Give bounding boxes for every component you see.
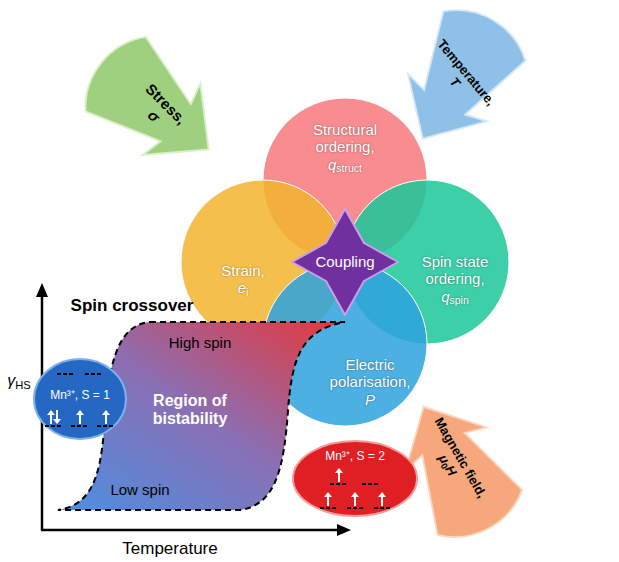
node-text: Mn³⁺, S = 1 (50, 389, 110, 403)
subscript-text: HS (15, 379, 31, 391)
axis-label: γHS (7, 372, 31, 392)
spin-arrow (354, 497, 356, 506)
text: High spin (169, 334, 232, 351)
y-axis-head (36, 283, 48, 297)
mn-low-spin-oval: Mn³⁺, S = 1 (33, 358, 127, 440)
text-line: High spin (169, 334, 232, 351)
orbital-level (374, 507, 390, 509)
text: Coupling (315, 253, 374, 270)
spin-arrow (79, 415, 81, 424)
node-text: Mn³⁺, S = 2 (325, 450, 385, 464)
text: Temperature (122, 539, 217, 558)
spin-arrow (56, 410, 58, 419)
orbital-level (57, 373, 75, 375)
oval (293, 441, 417, 516)
text-line: qstruct (290, 156, 400, 175)
text-line: Mn³⁺, S = 1 (50, 389, 110, 403)
text: Spin state ordering, (422, 253, 489, 287)
star-shape (292, 209, 398, 315)
node-text: Region of bistability (135, 392, 245, 429)
spin-arrow-head (378, 492, 386, 497)
spin-arrow (381, 497, 383, 506)
node-text: High spin (169, 334, 232, 351)
text-line: Spin crossover (71, 296, 194, 316)
orbital-level (362, 483, 380, 485)
text-line: Electric polarisation, (320, 356, 420, 391)
spin-arrow (50, 415, 52, 424)
orbital-level (45, 425, 63, 427)
text: Low spin (110, 481, 169, 498)
spin-arrow-head (76, 410, 84, 415)
text-line: qspin (413, 288, 498, 307)
node-text: Coupling (315, 253, 374, 270)
node-text: Electric polarisation,P (320, 356, 420, 408)
text: Region of bistability (153, 392, 228, 427)
orbital-level (347, 507, 363, 509)
coupling-star: Coupling (290, 207, 400, 317)
text-line: ei (221, 279, 264, 298)
text: P (365, 391, 375, 408)
text-line: Spin state ordering, (413, 253, 498, 288)
mn-high-spin-oval: Mn³⁺, S = 2 (292, 440, 418, 517)
text: q (441, 288, 449, 305)
text-line: Mn³⁺, S = 2 (325, 450, 385, 464)
x-axis-head (337, 524, 351, 536)
text-line: Coupling (315, 253, 374, 270)
axis-label: Temperature (122, 539, 217, 559)
spin-arrow-head (53, 419, 61, 424)
orbital-level (85, 373, 103, 375)
text: e (238, 279, 246, 296)
text: Strain, (221, 262, 264, 279)
oval (34, 359, 126, 439)
text: γ (7, 372, 15, 389)
orbital-level (97, 425, 115, 427)
text-line: Low spin (110, 481, 169, 498)
node-text: Structural ordering,qstruct (290, 121, 400, 174)
subscript-text: i (246, 286, 248, 298)
stress-arrow: Stress,σ (75, 25, 245, 195)
spin-arrow (338, 473, 340, 482)
text-line: γHS (7, 372, 31, 392)
spin-arrow-head (324, 492, 332, 497)
orbital-level (330, 483, 348, 485)
text: Mn³⁺, S = 1 (50, 388, 110, 402)
text: Electric polarisation, (330, 356, 411, 390)
node-text: Spin state ordering,qspin (413, 253, 498, 306)
text-line: Structural ordering, (290, 121, 400, 156)
spin-arrow-head (47, 410, 55, 415)
spin-arrow (105, 415, 107, 424)
spin-arrow-head (351, 492, 359, 497)
spin-arrow-head (335, 468, 343, 473)
node-text: Strain,ei (221, 262, 264, 298)
text-line: Temperature (122, 539, 217, 559)
text: Mn³⁺, S = 2 (325, 449, 385, 463)
spin-arrow-head (102, 410, 110, 415)
text-line: P (320, 391, 420, 408)
text: T (447, 74, 464, 90)
node-text: Low spin (110, 481, 169, 498)
text: σ (144, 106, 163, 125)
orbital-level (71, 425, 89, 427)
text: Structural ordering, (313, 121, 377, 155)
arrow-shape (71, 25, 238, 186)
x-axis (41, 529, 340, 532)
text: Spin crossover (71, 296, 194, 315)
text-line: Strain, (221, 262, 264, 279)
text-line: Region of bistability (135, 392, 245, 429)
graph-title: Spin crossover (71, 296, 194, 316)
subscript-text: struct (336, 163, 362, 175)
text: q (328, 156, 336, 173)
subscript-text: spin (450, 295, 469, 307)
spin-arrow (327, 497, 329, 506)
orbital-level (320, 507, 336, 509)
